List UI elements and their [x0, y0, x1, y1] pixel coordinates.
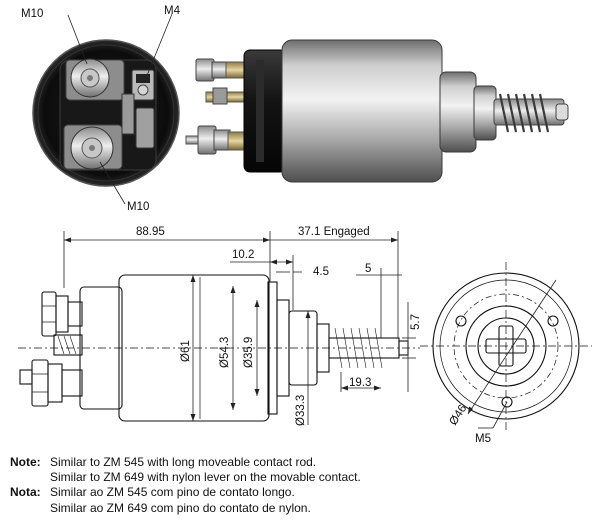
section-stud-bottom: [19, 359, 83, 407]
end-terminal-small: [131, 69, 155, 149]
note-en-1: Note: Similar to ZM 545 with long moveabl…: [10, 455, 595, 470]
note-pt-line1: Similar ao ZM 545 com pino de contato lo…: [50, 485, 295, 500]
note-en-line2: Similar to ZM 649 with nylon lever on th…: [50, 470, 361, 485]
note-en-label: Note:: [10, 455, 41, 469]
note-en-line1: Similar to ZM 545 with long moveable con…: [50, 455, 317, 469]
end-terminal-top: [65, 58, 125, 101]
section-stud-middle: [53, 334, 83, 356]
dim-inner-diameter: Ø35.9: [243, 337, 255, 368]
dim-body-diameter: Ø61: [180, 340, 192, 362]
note-en-2: Similar to ZM 649 with nylon lever on th…: [10, 470, 595, 485]
end-view-photo: [32, 13, 180, 205]
dimension-lines: [63, 231, 416, 425]
side-spring: [498, 93, 550, 133]
dim-spring-length: 19.3: [349, 377, 371, 389]
notes-block: Note: Similar to ZM 545 with long moveabl…: [10, 455, 595, 516]
note-pt-1: Nota: Similar ao ZM 545 com pino de conta…: [10, 485, 595, 500]
side-stud-top: [195, 58, 247, 82]
dim-plunger-tip: 5: [365, 263, 371, 275]
section-stud-top: [41, 291, 83, 337]
dim-boss-diameter: Ø33.3: [295, 395, 307, 426]
dim-flange-diameter: Ø54.3: [219, 337, 231, 368]
dim-mount-thread: M5: [475, 433, 491, 445]
note-pt-2: Similar ao ZM 649 com pino do contato de…: [10, 501, 595, 516]
dim-overall-length: 88.95: [136, 226, 165, 238]
note-pt-line2: Similar ao ZM 649 com pino do contato de…: [50, 500, 311, 515]
side-stud-middle: [205, 87, 249, 105]
side-stud-bottom: [185, 125, 247, 155]
end-view-drawing: [420, 262, 592, 430]
dim-plunger-height: 5.7: [410, 314, 422, 330]
side-section-drawing: [18, 274, 420, 422]
side-view-photo: [185, 39, 569, 183]
dim-engaged: 37.1 Engaged: [298, 226, 370, 238]
dim-flange-width: 4.5: [313, 266, 329, 278]
end-terminal-bottom: [63, 124, 123, 170]
dim-flange-offset: 10.2: [232, 249, 254, 261]
label-m10-bottom: M10: [127, 201, 149, 213]
label-m4: M4: [164, 5, 181, 17]
label-m10-top: M10: [21, 8, 43, 20]
note-pt-label: Nota:: [10, 485, 41, 500]
